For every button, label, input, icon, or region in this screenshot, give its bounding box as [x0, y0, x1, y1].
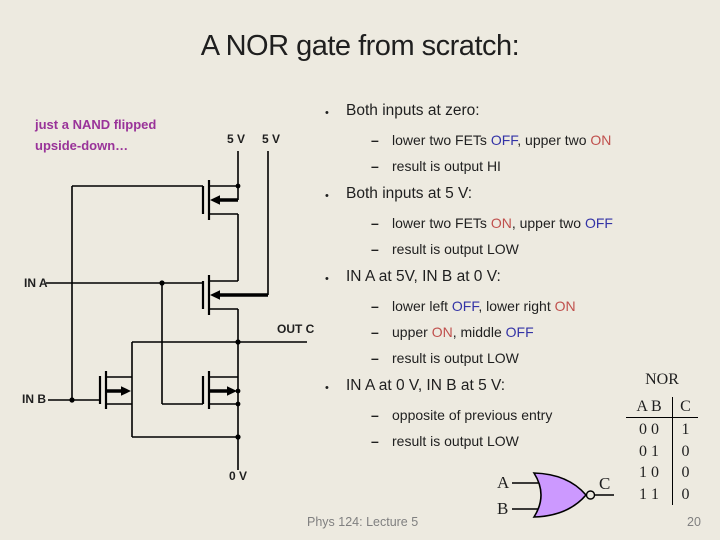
transistor-nmos-right: [201, 371, 238, 409]
annotation-nand-flipped: just a NAND flipped upside-down…: [35, 117, 157, 153]
dash-icon: –: [371, 298, 379, 314]
truth-table: NOR A B C 0 0 1 0 1 0 1 0 0 1 1 0: [626, 371, 698, 505]
sub-bullet-text: lower left OFF, lower right ON: [392, 298, 576, 314]
sub-bullet-text: lower two FETs ON, upper two OFF: [392, 215, 613, 231]
dash-icon: –: [371, 433, 379, 449]
page-number: 20: [687, 515, 701, 529]
sub-bullet-text: opposite of previous entry: [392, 407, 553, 423]
sub-bullet-item: – lower two FETs ON, upper two OFF: [325, 215, 720, 231]
page-title: A NOR gate from scratch:: [200, 30, 520, 62]
table-cell: 0 1: [639, 442, 659, 460]
dash-icon: –: [371, 407, 379, 423]
bullet-icon: •: [325, 382, 329, 394]
sub-bullet-item: – opposite of previous entry: [325, 407, 720, 423]
truth-table-header-output: C: [672, 397, 698, 418]
gate-input-a-label: A: [497, 473, 510, 492]
transistor-nmos-left: [98, 371, 132, 409]
truth-table-grid: A B C 0 0 1 0 1 0 1 0 0 1 1 0: [626, 397, 698, 505]
bullet-icon: •: [325, 273, 329, 285]
dash-icon: –: [371, 215, 379, 231]
sub-bullet-item: – lower two FETs OFF, upper two ON: [325, 132, 720, 148]
bullet-label: IN A at 5V, IN B at 0 V:: [346, 268, 501, 285]
truth-table-title: NOR: [645, 371, 679, 388]
vdd-left-label: 5 V: [227, 132, 246, 146]
out-c-label: OUT C: [277, 322, 315, 336]
transistor-pmos-top: [201, 180, 239, 220]
dash-icon: –: [371, 241, 379, 257]
table-cell: 1: [672, 418, 698, 441]
table-cell: 1 0: [639, 464, 659, 481]
vdd-right-label: 5 V: [262, 132, 281, 146]
footer-course: Phys 124: Lecture 5: [307, 515, 419, 529]
inverter-bubble-icon: [585, 490, 596, 500]
bullet-label: Both inputs at 5 V:: [346, 185, 473, 202]
sub-bullet-text: result is output LOW: [392, 433, 519, 449]
sub-bullet-text: lower two FETs OFF, upper two ON: [392, 132, 612, 148]
bullet-item: • IN A at 0 V, IN B at 5 V:: [325, 377, 720, 397]
nor-gate-symbol: [512, 472, 614, 518]
bullet-label: IN A at 0 V, IN B at 5 V:: [346, 377, 506, 394]
sub-bullet-item: – result is output HI: [325, 158, 720, 174]
bullet-item: • Both inputs at zero:: [325, 102, 720, 122]
sub-bullet-item: – upper ON, middle OFF: [325, 324, 720, 340]
dash-icon: –: [371, 350, 379, 366]
table-cell: 0: [672, 440, 698, 462]
table-cell: 1 1: [639, 485, 659, 503]
bullet-item: • IN A at 5V, IN B at 0 V:: [325, 268, 720, 288]
dash-icon: –: [371, 132, 379, 148]
dash-icon: –: [371, 324, 379, 340]
sub-bullet-item: – result is output LOW: [325, 433, 720, 449]
or-shape-icon: [532, 472, 588, 518]
gate-output-c-label: C: [599, 474, 611, 493]
table-cell: 0: [672, 483, 698, 505]
bullet-icon: •: [325, 190, 329, 202]
junction-dots: [69, 183, 241, 440]
in-b-label: IN B: [22, 392, 46, 406]
sub-bullet-text: result is output LOW: [392, 350, 519, 366]
pmos-arrow-icon: [210, 195, 220, 205]
truth-table-header-inputs: A B: [626, 397, 672, 418]
gate-input-b-label: B: [497, 499, 509, 518]
bullet-icon: •: [325, 107, 329, 119]
in-a-label: IN A: [24, 276, 48, 290]
sub-bullet-item: – result is output LOW: [325, 350, 720, 366]
sub-bullet-text: result is output HI: [392, 158, 501, 174]
nmos-arrow-icon: [227, 386, 237, 396]
transistor-pmos-middle: [201, 275, 268, 315]
table-cell: 0: [672, 462, 698, 484]
gnd-label: 0 V: [229, 469, 248, 483]
bullet-label: Both inputs at zero:: [346, 102, 480, 119]
nmos-arrow-icon: [121, 386, 131, 396]
sub-bullet-text: result is output LOW: [392, 241, 519, 257]
sub-bullet-item: – lower left OFF, lower right ON: [325, 298, 720, 314]
sub-bullet-text: upper ON, middle OFF: [392, 324, 534, 340]
bullet-list: • Both inputs at zero: – lower two FETs …: [325, 96, 720, 449]
circuit-wires: [46, 151, 307, 470]
pmos-arrow-icon: [210, 290, 220, 300]
sub-bullet-item: – result is output LOW: [325, 241, 720, 257]
table-cell: 0 0: [639, 421, 659, 438]
bullet-item: • Both inputs at 5 V:: [325, 185, 720, 205]
dash-icon: –: [371, 158, 379, 174]
